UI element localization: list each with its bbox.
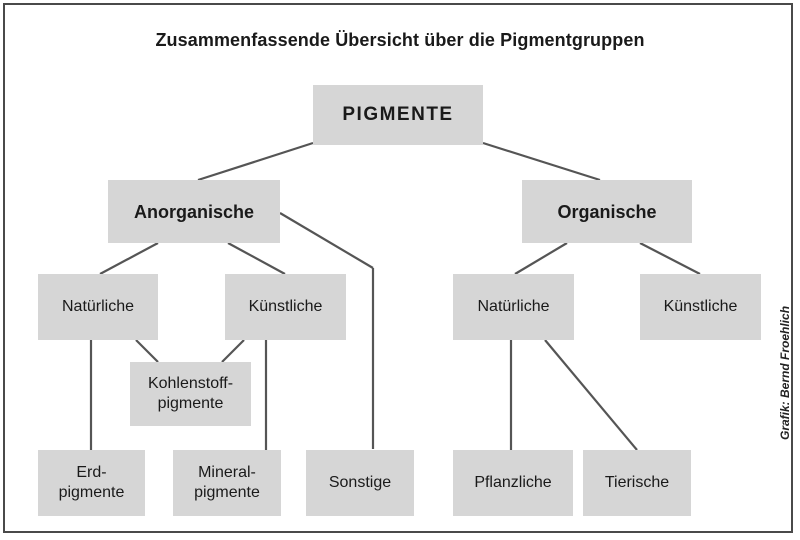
edge-anorganische-natuerliche — [99, 242, 159, 275]
edge-anorganische-kuenstliche — [227, 242, 286, 275]
edge-pigmente-organische — [482, 141, 601, 182]
node-organische: Organische — [522, 180, 692, 243]
edge-anorganische-sonstige — [279, 212, 374, 269]
node-tierische: Tierische — [583, 450, 691, 516]
node-sonstige: Sonstige — [306, 450, 414, 516]
credit-text: Grafik: Bernd Froehlich — [778, 305, 792, 440]
node-pflanzliche: Pflanzliche — [453, 450, 573, 516]
node-anorganische: Anorganische — [108, 180, 280, 243]
edge-natuerliche-kohlenstoff — [135, 339, 159, 363]
edge-pigmente-anorganische — [197, 141, 314, 182]
edge-organische-natuerliche — [514, 242, 568, 275]
node-anorg-natuerliche: Natürliche — [38, 274, 158, 340]
node-org-kuenstliche: Künstliche — [640, 274, 761, 340]
diagram-title: Zusammenfassende Übersicht über die Pigm… — [155, 30, 645, 50]
node-kohlenstoffpigmente: Kohlenstoff- pigmente — [130, 362, 251, 426]
node-pigmente: PIGMENTE — [313, 85, 483, 145]
edge-organische-kuenstliche — [639, 242, 701, 275]
node-mineralpigmente: Mineral- pigmente — [173, 450, 281, 516]
edge-natuerliche-tierische — [544, 339, 638, 451]
node-org-natuerliche: Natürliche — [453, 274, 574, 340]
node-anorg-kuenstliche: Künstliche — [225, 274, 346, 340]
edge-kuenstliche-kohlenstoff — [221, 339, 245, 363]
node-erdpigmente: Erd- pigmente — [38, 450, 145, 516]
